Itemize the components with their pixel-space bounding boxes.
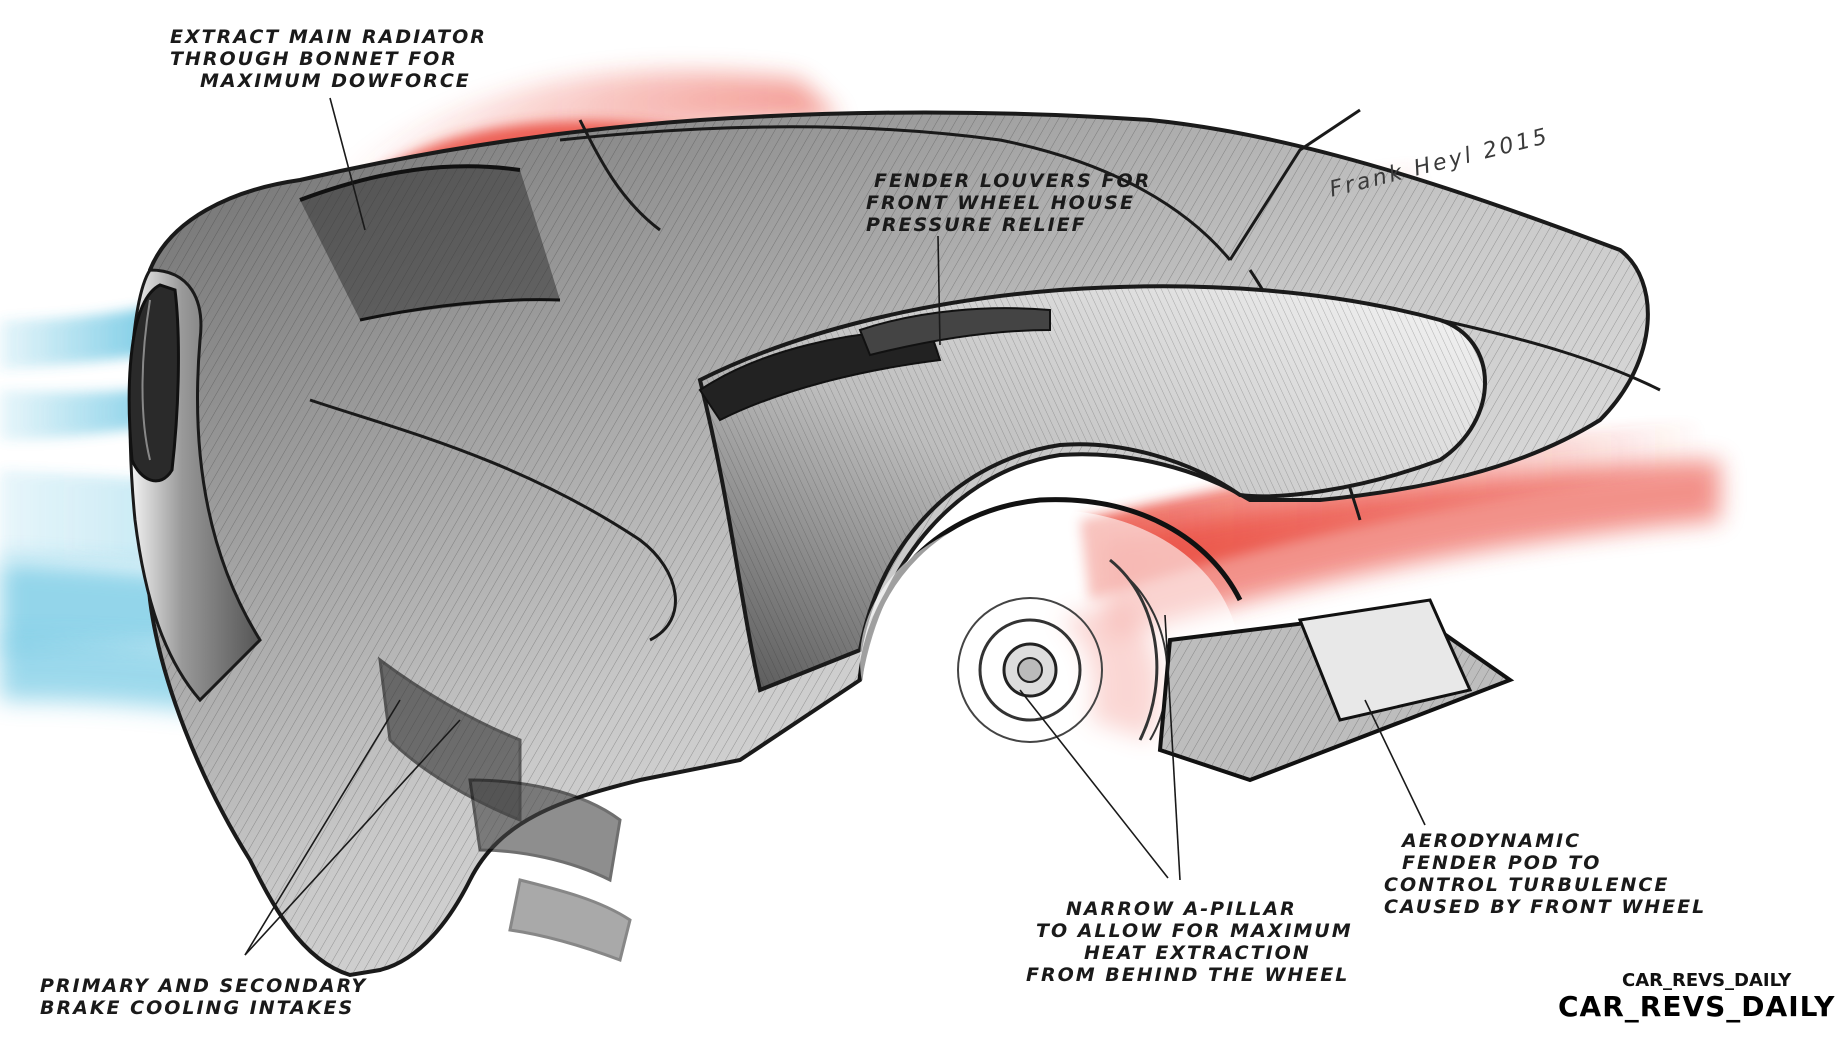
annotation-fender-pod-line-3: control turbulence xyxy=(1384,874,1670,896)
annotation-radiator-line-3: maximum dowforce xyxy=(200,70,471,92)
annotation-a-pillar: Narrow A-pillar to allow for maximum hea… xyxy=(1026,898,1353,986)
annotation-louvers: Fender louvers for front wheel house pre… xyxy=(866,170,1151,236)
annotation-louvers-line-2: front wheel house xyxy=(866,192,1135,214)
annotation-louvers-line-3: pressure relief xyxy=(866,214,1087,236)
car-body xyxy=(127,108,1661,978)
leader-lines xyxy=(244,97,1426,956)
annotation-a-pillar-line-2: to allow for maximum xyxy=(1036,920,1353,942)
annotation-fender-pod-line-2: fender pod to xyxy=(1402,852,1602,874)
annotation-louvers-line-1: Fender louvers for xyxy=(874,170,1152,192)
annotation-radiator: Extract main radiator through bonnet for… xyxy=(170,26,487,92)
annotation-a-pillar-line-1: Narrow A-pillar xyxy=(1066,898,1297,920)
annotation-brake-intakes-line-1: Primary and secondary xyxy=(40,975,368,997)
annotation-a-pillar-line-3: heat extraction xyxy=(1084,942,1311,964)
fender-pod xyxy=(1157,598,1515,783)
annotation-radiator-line-1: Extract main radiator xyxy=(170,26,487,48)
annotation-fender-pod-line-4: caused by front wheel xyxy=(1384,896,1707,918)
annotation-radiator-line-2: through bonnet for xyxy=(170,48,458,70)
annotation-brake-intakes: Primary and secondary brake cooling inta… xyxy=(40,975,367,1019)
watermark-small: CAR_REVS_DAILY xyxy=(1622,970,1792,991)
annotation-fender-pod: Aerodynamic fender pod to control turbul… xyxy=(1384,830,1706,918)
annotation-fender-pod-line-1: Aerodynamic xyxy=(1402,830,1582,852)
annotation-brake-intakes-line-2: brake cooling intakes xyxy=(40,997,355,1019)
watermark: CAR_REVS_DAILY xyxy=(1558,990,1836,1023)
annotation-a-pillar-line-4: from behind the wheel xyxy=(1026,964,1350,986)
wheel xyxy=(860,510,1240,810)
